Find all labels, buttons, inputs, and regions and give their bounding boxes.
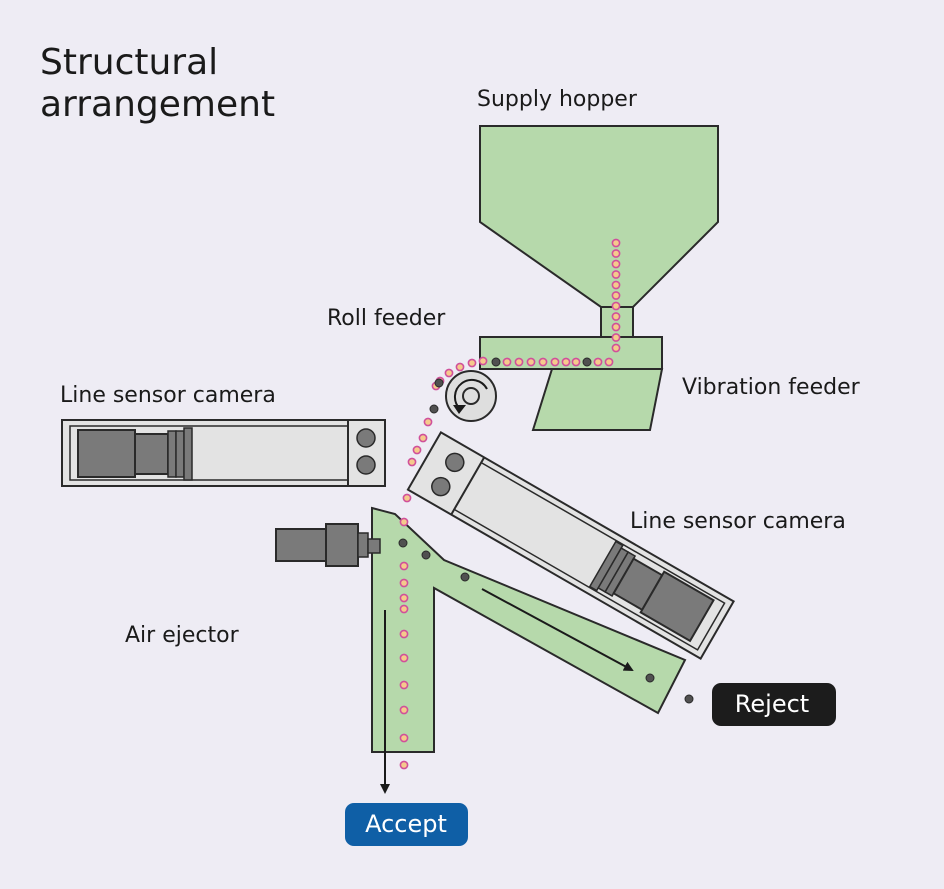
diagram-title-line-2: arrangement (40, 84, 275, 125)
line-sensor-camera-right-label: Line sensor camera (630, 509, 846, 534)
good-particle (444, 368, 454, 378)
good-particle (611, 280, 621, 290)
good-particle (611, 259, 621, 269)
good-particle (611, 291, 621, 300)
good-particle (611, 238, 621, 248)
good-particle (399, 578, 409, 588)
good-particle (611, 333, 621, 342)
vibration-feeder-label: Vibration feeder (682, 375, 861, 400)
vibration-feeder (479, 336, 664, 431)
good-particle (399, 705, 409, 715)
accept-badge-label: Accept (365, 810, 447, 838)
good-particle (611, 312, 621, 321)
good-particle (399, 604, 409, 614)
supply-hopper (479, 125, 719, 338)
good-particle (399, 629, 409, 639)
good-particle (571, 357, 581, 367)
ejector-tip (367, 538, 381, 554)
camera-light-icon (431, 476, 451, 497)
good-particle (399, 760, 409, 770)
good-particle (402, 493, 412, 503)
good-particle (399, 561, 409, 571)
good-particle (399, 680, 409, 690)
camera-light-icon (356, 455, 376, 475)
defect-particle (460, 572, 470, 582)
good-particle (423, 417, 433, 427)
defect-particle (398, 538, 408, 548)
defect-particle (582, 357, 592, 367)
good-particle (478, 356, 488, 366)
good-particle (407, 457, 417, 467)
reject-badge-box (712, 683, 836, 726)
good-particle (611, 343, 621, 353)
good-particle (399, 593, 409, 603)
accept-badge: Accept (345, 803, 468, 846)
roll-feeder-label: Roll feeder (327, 306, 446, 331)
supply-hopper-label: Supply hopper (477, 87, 638, 112)
good-particle (399, 517, 409, 527)
good-particle (550, 357, 560, 367)
rotation-arrowhead-icon (453, 405, 466, 414)
line-sensor-camera-right (406, 431, 735, 660)
ejector-body (275, 528, 327, 562)
camera-lens-ring-1 (167, 430, 177, 478)
hopper-body (479, 125, 719, 308)
defect-particle (434, 378, 444, 388)
good-particle (611, 249, 621, 258)
good-particle (418, 433, 428, 443)
ejector-nozzle (357, 532, 369, 558)
reject-badge: Reject (712, 683, 836, 726)
roll-feeder (445, 370, 497, 422)
camera-lens-large (77, 429, 136, 478)
particle-stream (398, 238, 694, 770)
camera-light-icon (356, 428, 376, 448)
good-particle (538, 357, 548, 367)
defect-particle (421, 550, 431, 560)
good-particle (611, 301, 621, 311)
line-sensor-camera-left-label: Line sensor camera (60, 383, 276, 408)
good-particle (412, 445, 422, 455)
defect-particle (684, 694, 694, 704)
line-sensor-camera-left (61, 419, 386, 487)
vibration-feeder-base (531, 368, 664, 431)
camera-lens-large (639, 570, 715, 643)
camera-lens-ring-3 (183, 427, 193, 481)
defect-particle (491, 357, 501, 367)
accept-badge-box (345, 803, 468, 846)
good-particle (502, 357, 512, 367)
roll-feeder-outer (445, 370, 497, 422)
sorting-chute (371, 506, 687, 753)
defect-particle (429, 404, 439, 414)
good-particle (611, 322, 621, 332)
good-particle (604, 357, 614, 367)
chute-body (371, 506, 687, 753)
good-particle (467, 358, 477, 368)
good-particle (611, 270, 621, 279)
roll-feeder-hub (462, 387, 480, 405)
good-particle (399, 653, 409, 663)
camera-window (69, 425, 349, 481)
good-particle (593, 357, 603, 367)
camera-light-icon (445, 452, 465, 473)
camera-window (453, 461, 726, 651)
good-particle (399, 733, 409, 743)
good-particle (455, 362, 465, 372)
hopper-chute (600, 306, 634, 338)
air-ejector-label: Air ejector (125, 623, 240, 648)
reject-badge-label: Reject (735, 690, 809, 718)
defect-particle (645, 673, 655, 683)
reject-flow-arrow-icon (481, 588, 634, 671)
diagram-title-line-1: Structural (40, 42, 218, 83)
camera-lens-ring-2 (175, 430, 185, 478)
good-particle (561, 357, 571, 367)
good-particle (526, 357, 536, 367)
good-particle (514, 357, 524, 367)
rotation-arrow-icon (453, 378, 488, 410)
camera-lens-medium (134, 433, 169, 475)
air-ejector (275, 523, 381, 567)
ejector-head (325, 523, 359, 567)
